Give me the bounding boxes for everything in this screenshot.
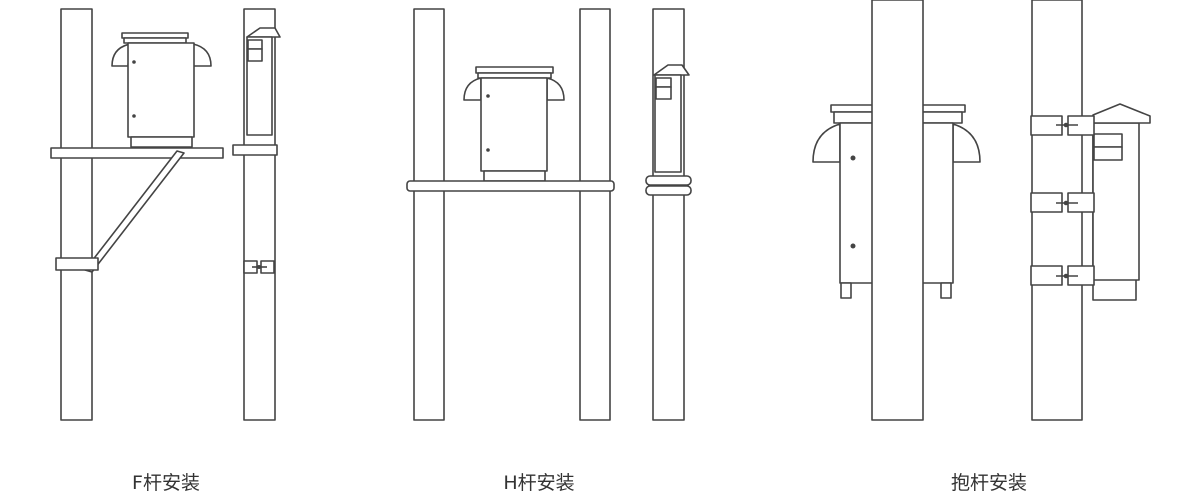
brace-clamp [55,257,99,271]
mounting-platform [50,147,224,159]
cabinet-right-ear [192,43,212,67]
clamp-bolt-head [257,265,261,269]
cabinet-top-cover [475,66,554,74]
cabinet-side-panel [655,77,672,88]
cabinet-side-panel [247,48,263,62]
h-pole-left-shaft [413,8,445,421]
door-hinge [132,114,136,118]
cabinet-right-ear [546,77,565,101]
cabinet-side-panel [247,39,263,50]
h-crossbar-platform [406,180,615,192]
caption-hold-pole-install: 抱杆安装 [950,472,1027,494]
h-pole-front-view [406,8,615,421]
cabinet-roof [1092,103,1151,124]
door-hinge [132,60,136,64]
cabinet-left-ear [463,77,482,101]
cabinet-foot-left [840,282,852,299]
pole-collar [645,175,692,186]
f-pole-side-view [232,8,281,421]
cabinet-base [483,170,546,182]
door-hinge [486,94,490,98]
hold-pole-front-view [812,0,981,421]
door-hinge [486,148,490,152]
cabinet-side-panel [655,86,672,100]
hold-pole-side-view [1030,0,1151,421]
caption-h-pole-install: H杆安装 [503,472,575,494]
f-pole-shaft [60,8,93,421]
side-platform [232,144,278,156]
cabinet-side-panel [1093,146,1123,161]
h-pole-right-shaft [579,8,611,421]
hold-pole-shaft [871,0,924,421]
hoop-clamp-bolt-head [1063,273,1069,279]
caption-f-pole-install: F杆安装 [132,472,200,494]
hoop-clamp-bolt-head [1063,122,1069,128]
cabinet-base [130,136,193,148]
cabinet-body [480,77,548,172]
door-hinge [850,243,856,249]
cabinet-left-ear [812,123,841,163]
cabinet-right-ear [952,123,981,163]
cabinet-foot-right [940,282,952,299]
h-pole-side-view [645,8,692,421]
cabinet-body [127,42,195,138]
hoop-clamp-bolt-head [1063,200,1069,206]
pole-collar [645,185,692,196]
diagonal-brace [84,150,185,273]
door-hinge [850,155,856,161]
cabinet-side-panel [1093,133,1123,148]
f-pole-front-view [50,8,224,421]
